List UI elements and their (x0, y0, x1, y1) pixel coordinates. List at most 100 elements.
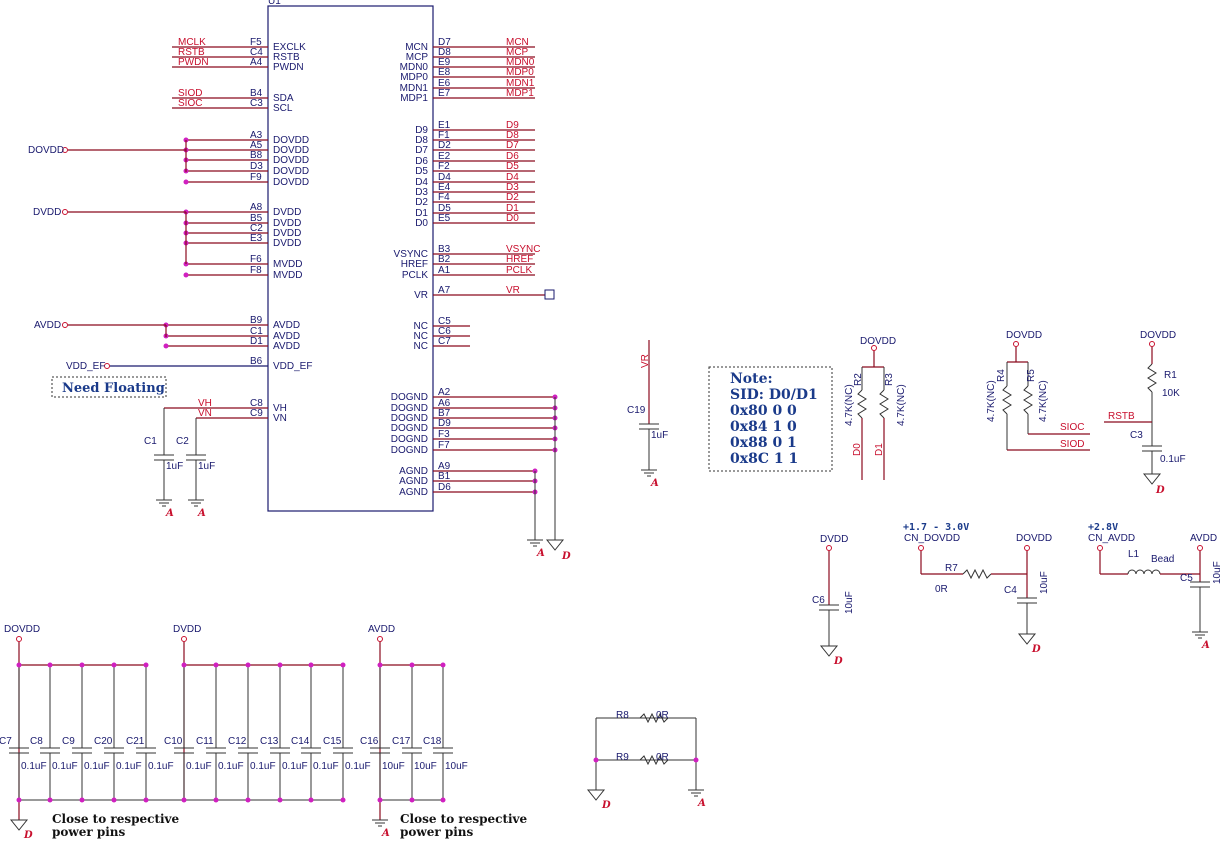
avdd-port-terminal[interactable] (62, 322, 68, 328)
pin-name: D0 (415, 218, 428, 229)
r1-body[interactable] (1147, 363, 1157, 393)
r7-body[interactable] (962, 568, 992, 580)
pin-number: B6 (250, 356, 263, 367)
pin-name: AVDD (273, 331, 300, 342)
l1-body[interactable] (1127, 569, 1161, 575)
decoupling-cap[interactable]: C80.1uF (30, 665, 78, 803)
pin-number: C4 (250, 47, 263, 58)
pin-name: DVDD (273, 207, 301, 218)
net-label: MDP1 (506, 88, 534, 99)
pin-number: A3 (250, 130, 263, 141)
pin-number: D7 (438, 37, 451, 48)
svg-text:D: D (1155, 485, 1165, 496)
r5-body[interactable] (1023, 385, 1033, 415)
vdd-ef-port-terminal[interactable] (104, 363, 110, 369)
svg-text:0.1uF: 0.1uF (1160, 454, 1186, 465)
net-label: D7 (506, 140, 519, 151)
svg-text:10uF: 10uF (844, 591, 855, 614)
pin-name: MDP1 (400, 93, 428, 104)
pin-name: D4 (415, 177, 428, 188)
pin-number: D5 (438, 203, 451, 214)
svg-text:4.7K(NC): 4.7K(NC) (1038, 380, 1049, 422)
pin-number: F1 (438, 130, 450, 141)
pin-number: C1 (250, 326, 263, 337)
r4-body[interactable] (1002, 385, 1012, 415)
pin-number: B8 (250, 150, 263, 161)
r9-body[interactable] (639, 754, 669, 766)
avdd-supply: +2.8V CN_AVDD L1 Bead AVDD C5 10uF A (1088, 522, 1223, 651)
dovdd-port-terminal[interactable] (62, 147, 68, 153)
svg-text:DOVDD: DOVDD (860, 336, 896, 347)
r3-body[interactable] (879, 389, 889, 419)
r2-body[interactable] (857, 389, 867, 419)
net-label: D5 (506, 161, 519, 172)
cap-ref: C18 (423, 736, 442, 747)
ic-body[interactable] (267, 5, 434, 512)
pin-name: PWDN (273, 62, 304, 73)
dvdd-port-terminal[interactable] (62, 209, 68, 215)
svg-text:0R: 0R (656, 710, 669, 721)
svg-text:AVDD: AVDD (1190, 533, 1217, 544)
decoupling-cap[interactable]: C70.1uF (0, 665, 47, 803)
pin-number: E3 (250, 233, 263, 244)
pin-number: C9 (250, 408, 263, 419)
ic-pin-left[interactable]: C1 AVDD (163, 326, 301, 342)
cap-ref: C10 (164, 736, 183, 747)
r8-body[interactable] (639, 712, 669, 724)
decoupling-cap[interactable]: C90.1uF (62, 665, 110, 803)
vr-terminal[interactable] (544, 289, 555, 300)
